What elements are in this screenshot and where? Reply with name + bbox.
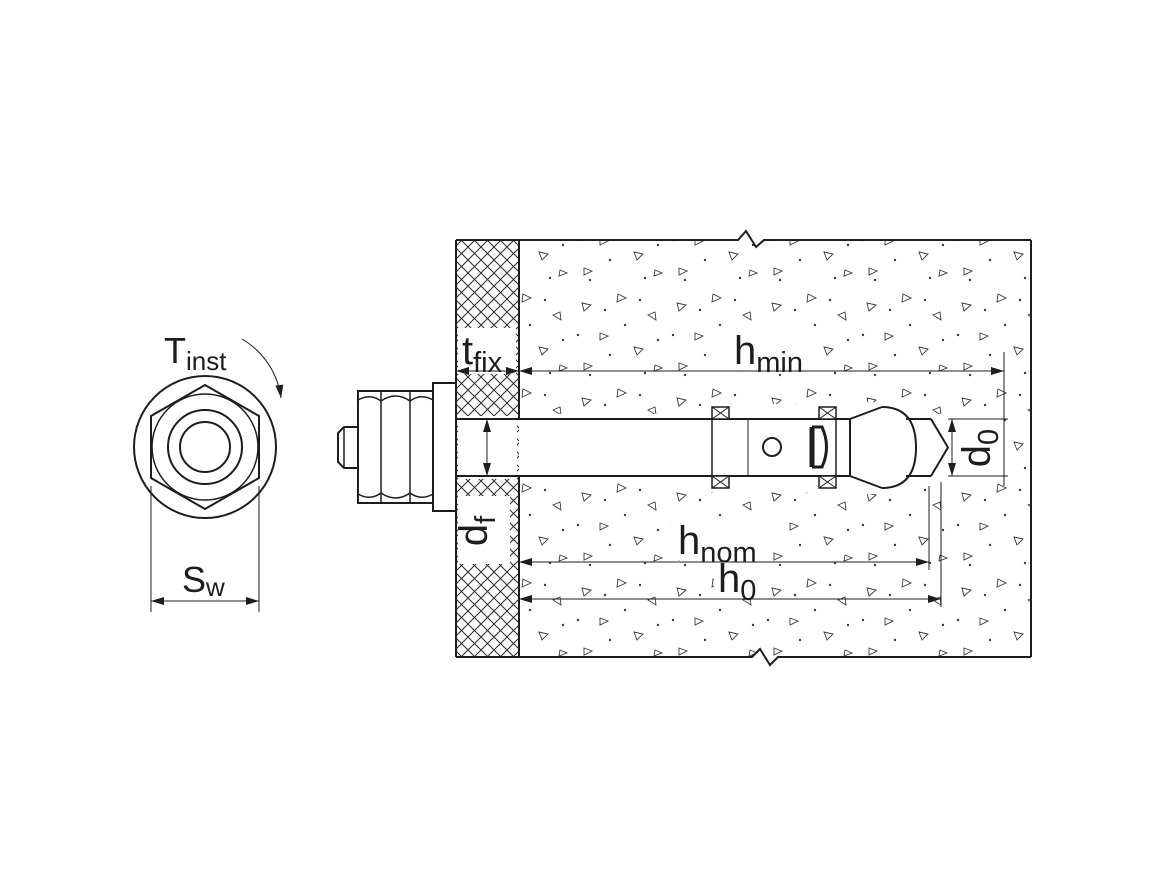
clearing-hmin-label [728, 326, 812, 374]
cone-dome [881, 406, 918, 489]
label-hnom: hnom [678, 519, 757, 569]
nut-chamfer-arcs-bottom [357, 492, 434, 499]
bolt-tip-circle [179, 421, 231, 473]
labels: tfix hmin hnom h0 df d0 [452, 329, 1005, 607]
sw-dimension [150, 486, 260, 612]
front-view [133, 338, 284, 612]
hex-nut-side [357, 390, 434, 504]
clip-tab-diagonals [711, 406, 837, 489]
washer-side [432, 382, 457, 512]
section-view: tfix hmin hnom h0 df d0 [337, 229, 1032, 667]
nut-chamfer-arcs-top [357, 395, 434, 402]
cone-flare-top [849, 406, 883, 420]
top-edge-with-break [456, 229, 1031, 249]
cone-flare-bottom [849, 475, 883, 489]
label-tinst: Tinst [164, 330, 227, 376]
label-d0: d0 [955, 429, 1005, 467]
dimensions [456, 352, 1008, 607]
bolt-stub [337, 426, 358, 469]
nut-chamfer-circle [151, 393, 259, 501]
hex-nut-outline [150, 383, 260, 511]
bolt-shaft-circle [167, 409, 243, 485]
torque-direction-arrow [241, 338, 284, 399]
cone-tip [849, 406, 918, 489]
bottom-edge-with-break [456, 647, 1031, 667]
clearing-df-label [458, 496, 510, 564]
label-sw: Sw [182, 559, 225, 602]
washer-outline-circle [133, 375, 277, 519]
clearing-d0-label [956, 418, 1002, 480]
clip-rivet-circle [762, 437, 782, 457]
label-df: df [452, 515, 502, 546]
wedge-slot-bracket [812, 425, 828, 469]
label-tfix: tfix [462, 329, 503, 379]
label-h0: h0 [718, 557, 756, 607]
clearing-tfix-label [458, 328, 516, 374]
clearing-hnom-label [672, 520, 772, 560]
expansion-clip [711, 406, 837, 489]
front-view-labels: Tinst Sw [164, 330, 227, 602]
label-hmin: hmin [734, 329, 803, 379]
anchor-bolt [337, 382, 950, 512]
